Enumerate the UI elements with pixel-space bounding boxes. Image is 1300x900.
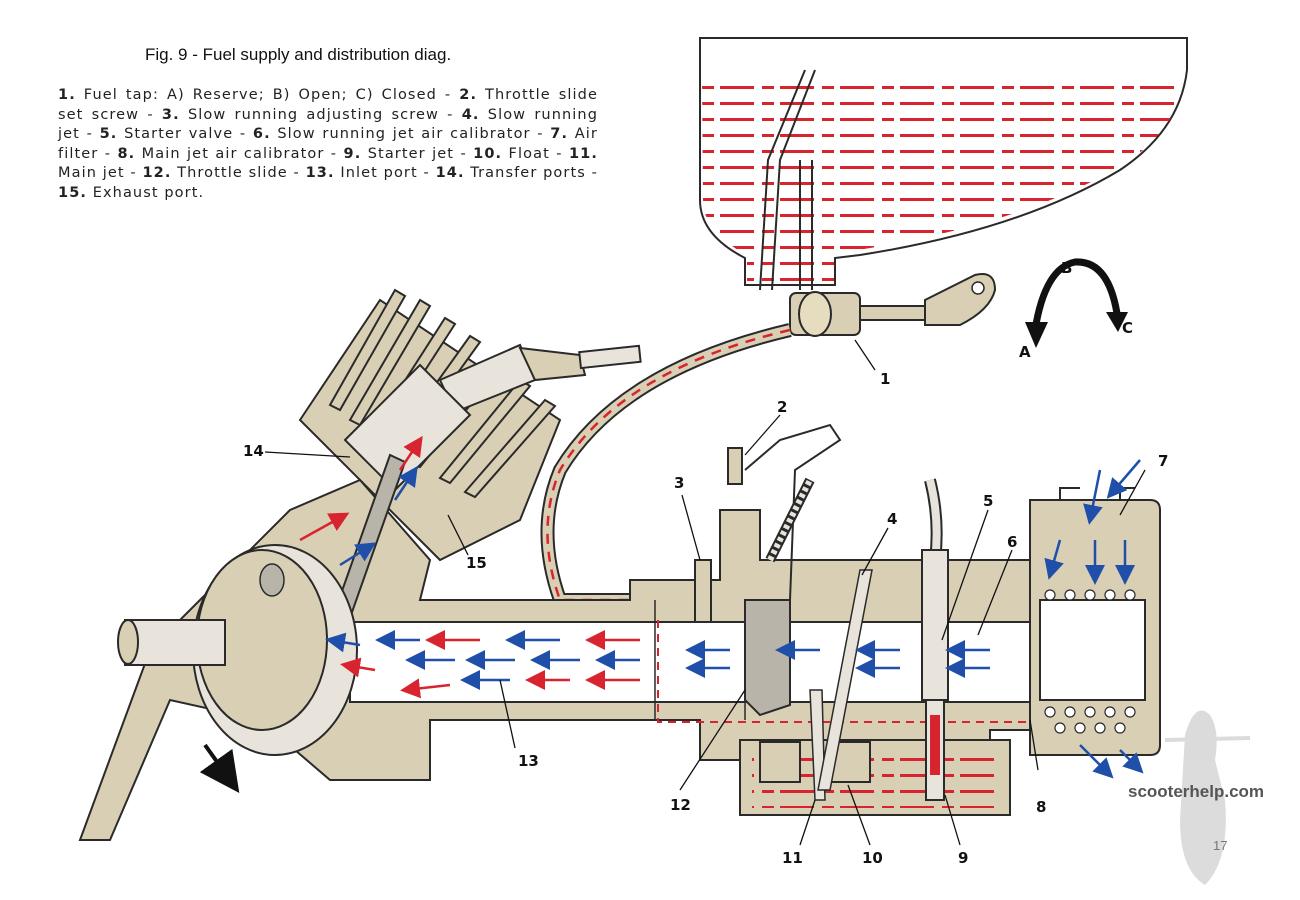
air-flow-arrow bbox=[339, 542, 377, 567]
fuel-flow-arrow bbox=[400, 678, 451, 699]
legend-item-text: Slow running jet air calibrator bbox=[270, 126, 531, 142]
legend-item-text: Air filter bbox=[58, 126, 598, 162]
legend-item-text: Slow running adjusting screw bbox=[179, 106, 439, 123]
legend-item: 15. Exhaust port. bbox=[58, 185, 204, 201]
legend-item-number: 10. bbox=[473, 145, 503, 162]
legend-item-text: Exhaust port. bbox=[87, 184, 205, 201]
legend-item-number: 4. bbox=[461, 106, 480, 123]
callout-12: 12 bbox=[670, 796, 691, 814]
legend-item: 5. Starter valve bbox=[100, 126, 234, 142]
callout-4: 4 bbox=[887, 510, 897, 528]
legend-item-text: Float bbox=[502, 145, 550, 162]
tap-label-c: C bbox=[1122, 319, 1133, 337]
legend-item-text: Transfer ports bbox=[464, 165, 586, 181]
figure-legend: 1. Fuel tap: A) Reserve; B) Open; C) Clo… bbox=[58, 87, 598, 201]
callout-13: 13 bbox=[518, 752, 539, 770]
air-flow-arrow bbox=[1119, 749, 1144, 774]
legend-item: 8. Main jet air calibrator bbox=[117, 146, 324, 162]
callout-labels: 1 2 3 4 5 6 7 8 9 10 11 12 13 14 15 B A … bbox=[243, 259, 1168, 867]
legend-item-number: 3. bbox=[161, 106, 180, 123]
legend-item-number: 11. bbox=[568, 145, 598, 162]
spark-plug bbox=[438, 343, 642, 414]
legend-item: 1. Fuel tap: A) Reserve; B) Open; C) Clo… bbox=[58, 87, 437, 103]
watermark-scooter-image bbox=[1164, 710, 1251, 885]
slow-running-jet bbox=[817, 569, 873, 791]
fuel-flow-arrow bbox=[398, 435, 423, 471]
legend-item-number: 6. bbox=[252, 126, 271, 142]
fuel-tank bbox=[699, 37, 1188, 291]
tap-label-a: A bbox=[1019, 343, 1031, 361]
callout-3: 3 bbox=[674, 474, 684, 492]
callout-14: 14 bbox=[243, 442, 264, 460]
legend-item-text: Inlet port bbox=[334, 165, 418, 181]
legend-item: 13. Inlet port bbox=[306, 165, 418, 181]
air-flow-arrow bbox=[325, 632, 361, 653]
callout-5: 5 bbox=[983, 492, 993, 510]
legend-item-number: 14. bbox=[435, 165, 465, 181]
tap-position-arrows bbox=[1025, 258, 1128, 348]
fuel-tap bbox=[789, 273, 997, 337]
callout-leaders bbox=[264, 339, 1146, 846]
crankshaft bbox=[117, 544, 358, 794]
legend-item: 7. Air filter bbox=[58, 126, 598, 162]
callout-6: 6 bbox=[1007, 533, 1017, 551]
legend-item: 6. Slow running jet air calibrator bbox=[253, 126, 531, 142]
legend-item-text: Throttle slide bbox=[171, 165, 288, 181]
legend-item-text: Fuel tap: A) Reserve; B) Open; C) Closed bbox=[75, 87, 437, 103]
callout-10: 10 bbox=[862, 849, 883, 867]
page-number: 17 bbox=[1213, 838, 1228, 853]
fuel-line bbox=[540, 323, 792, 607]
legend-item: 9. Starter jet bbox=[344, 146, 455, 162]
air-flow-arrow bbox=[1079, 744, 1114, 779]
legend-item-number: 8. bbox=[117, 145, 136, 162]
fuel-flow-arrow bbox=[340, 657, 376, 678]
callout-15: 15 bbox=[466, 554, 487, 572]
callout-8: 8 bbox=[1036, 798, 1046, 816]
watermark-site: scooterhelp.com bbox=[1128, 782, 1265, 801]
air-flow-arrow bbox=[1083, 469, 1103, 525]
fuel-flow-arrow bbox=[299, 512, 350, 542]
legend-item-number: 5. bbox=[99, 126, 118, 142]
air-flow-arrow bbox=[1106, 459, 1141, 499]
legend-item-number: 1. bbox=[58, 87, 76, 103]
throttle-slide bbox=[727, 423, 842, 717]
air-filter bbox=[1029, 487, 1161, 756]
air-flow-arrow bbox=[1044, 539, 1064, 580]
callout-9: 9 bbox=[958, 849, 968, 867]
callout-11: 11 bbox=[782, 849, 803, 867]
tap-label-b: B bbox=[1061, 259, 1072, 277]
flow-arrows bbox=[299, 435, 1144, 779]
legend-item-number: 2. bbox=[459, 87, 478, 103]
legend-item-text: Main jet air calibrator bbox=[135, 145, 325, 162]
legend-item: 12. Throttle slide bbox=[142, 165, 287, 181]
slow-running-screw bbox=[694, 559, 712, 623]
starter-valve bbox=[921, 478, 949, 801]
callout-2: 2 bbox=[777, 398, 787, 416]
legend-item: 14. Transfer ports bbox=[436, 165, 586, 181]
legend-item-number: 9. bbox=[343, 145, 362, 162]
legend-item-text: Main jet bbox=[58, 165, 125, 181]
legend-item-number: 15. bbox=[58, 184, 87, 201]
callout-1: 1 bbox=[880, 370, 890, 388]
air-flow-arrow bbox=[393, 465, 418, 501]
legend-item-text: Throttle slide set screw bbox=[58, 87, 598, 123]
legend-item: 11. Main jet bbox=[58, 146, 598, 182]
legend-item-text: Starter jet bbox=[361, 145, 455, 162]
legend-item: 10. Float bbox=[473, 146, 550, 162]
legend-item: 2. Throttle slide set screw bbox=[58, 87, 598, 123]
legend-item-number: 12. bbox=[142, 165, 172, 181]
legend-item-text: Starter valve bbox=[117, 126, 234, 142]
legend-item-number: 13. bbox=[305, 165, 335, 181]
callout-7: 7 bbox=[1158, 452, 1168, 470]
figure-title: Fig. 9 - Fuel supply and distribution di… bbox=[145, 45, 452, 64]
legend-item-number: 7. bbox=[550, 126, 569, 142]
legend-item: 3. Slow running adjusting screw bbox=[162, 107, 439, 123]
legend-item-text: Slow running jet bbox=[58, 106, 598, 143]
legend-item: 4. Slow running jet bbox=[58, 107, 598, 143]
